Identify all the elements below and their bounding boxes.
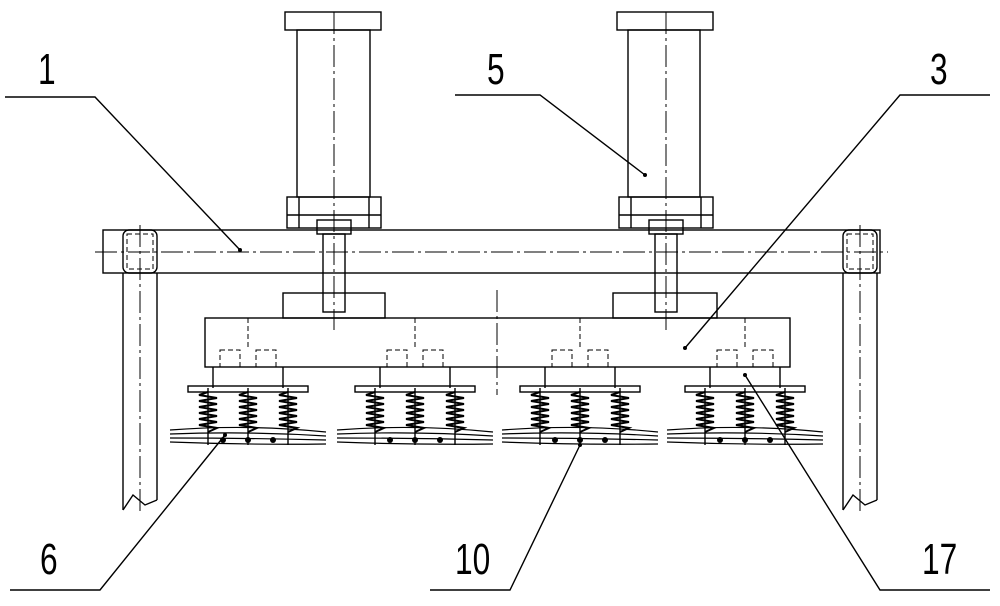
fastener: [602, 437, 608, 443]
mount-block: [613, 293, 717, 318]
leader-dot: [643, 173, 647, 177]
hidden-bore: [753, 350, 773, 367]
cylinder-cap: [617, 12, 713, 30]
hidden-bore: [717, 350, 737, 367]
leader-dot: [238, 248, 242, 252]
leader-1: [5, 97, 240, 250]
leader-dot: [223, 433, 227, 437]
leader-10: [430, 445, 580, 590]
hidden-bore: [387, 350, 407, 367]
fastener: [387, 437, 393, 443]
cylinder-cap: [285, 12, 381, 30]
hidden-bore: [552, 350, 572, 367]
leader-dot: [743, 373, 747, 377]
fastener: [552, 437, 558, 443]
label-3: 3: [930, 48, 948, 92]
hidden-bore: [588, 350, 608, 367]
leader-dot: [683, 346, 687, 350]
leader-dot: [578, 443, 582, 447]
label-10: 10: [455, 538, 490, 582]
hidden-bore: [423, 350, 443, 367]
label-6: 6: [40, 538, 58, 582]
leader-3: [685, 95, 990, 348]
fastener: [742, 437, 748, 443]
fastener: [767, 437, 773, 443]
fastener: [577, 437, 583, 443]
fastener: [270, 437, 276, 443]
fastener: [437, 437, 443, 443]
cylinder-body: [628, 30, 700, 197]
label-5: 5: [487, 48, 505, 92]
fastener: [245, 437, 251, 443]
label-1: 1: [38, 48, 56, 92]
hidden-bore: [220, 350, 240, 367]
hidden-bore: [256, 350, 276, 367]
leader-5: [455, 95, 645, 175]
fastener: [412, 437, 418, 443]
fastener: [717, 437, 723, 443]
label-17: 17: [922, 538, 957, 582]
